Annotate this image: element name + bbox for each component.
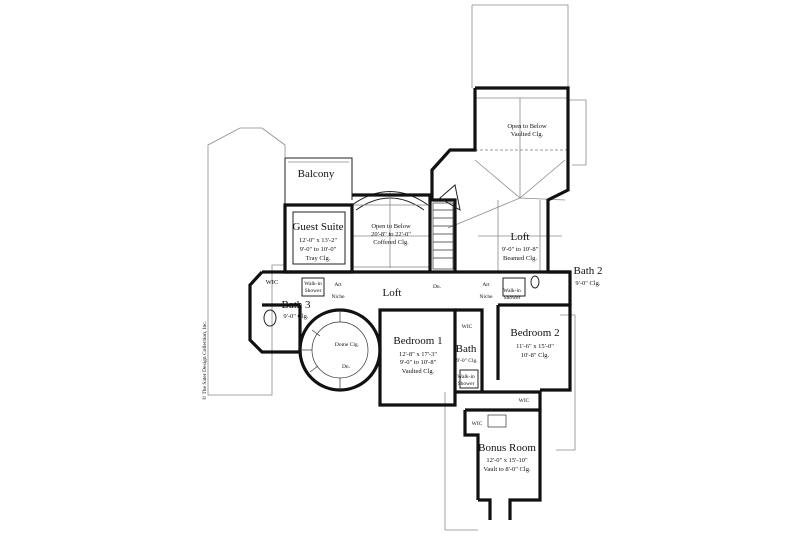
wic-bottom-label: WIC [472,421,483,427]
svg-text:Shower: Shower [458,381,475,387]
svg-text:9'-0" Clg.: 9'-0" Clg. [575,280,601,287]
dome-label: Dome Clg. [335,342,360,348]
svg-text:Vaulted Clg.: Vaulted Clg. [511,131,544,138]
bonus-room-label: Bonus Room [478,442,536,454]
svg-text:9'-0" to 10'-8": 9'-0" to 10'-8" [400,359,437,366]
guest-suite-label: Guest Suite [292,221,343,233]
room-labels: Balcony Guest Suite 12'-0" x 13'-2" 9'-0… [266,123,603,473]
svg-text:20'-8" to 22'-0": 20'-8" to 22'-0" [371,231,411,238]
loft-center-label: Loft [383,287,402,299]
svg-text:Vaulted Clg.: Vaulted Clg. [402,368,435,375]
svg-text:Coffered Clg.: Coffered Clg. [373,239,409,246]
svg-text:Dn.: Dn. [342,364,351,370]
wic-left-label: WIC [266,279,279,286]
svg-text:Walk-in: Walk-in [503,288,521,294]
open-coffered-label: Open to Below [371,223,411,230]
open-vaulted-label: Open to Below [507,123,547,130]
balcony-outline [284,157,353,205]
wic-right-label: WIC [519,398,530,404]
svg-text:Beamed Clg.: Beamed Clg. [503,255,537,262]
svg-text:9'-0" to 10'-8": 9'-0" to 10'-8" [502,246,539,253]
bedroom2-label: Bedroom 2 [510,327,559,339]
svg-text:12'-0" x 13'-2": 12'-0" x 13'-2" [299,237,337,244]
svg-text:12'-8" x 17'-3": 12'-8" x 17'-3" [399,351,437,358]
svg-text:9'-0" to 10'-0": 9'-0" to 10'-0" [300,246,337,253]
svg-text:Walk-in: Walk-in [457,374,475,380]
svg-text:Niche: Niche [479,294,493,300]
svg-text:Tray Clg.: Tray Clg. [306,255,331,262]
staircase [302,202,507,428]
bedroom1-label: Bedroom 1 [393,335,442,347]
svg-text:12'-0" x 15'-10": 12'-0" x 15'-10" [486,457,528,464]
svg-text:Dn.: Dn. [433,284,442,290]
wic-mid-label: WIC [462,324,473,330]
svg-text:Walk-in: Walk-in [304,281,322,287]
svg-text:Art: Art [482,282,490,288]
walls [248,86,572,520]
bath4-label: Bath [456,343,477,355]
svg-text:Shower: Shower [504,295,521,301]
copyright-text: © The Sater Design Collection, Inc. [201,320,208,400]
svg-text:Art: Art [334,282,342,288]
svg-text:Niche: Niche [331,294,345,300]
loft-right-label: Loft [511,231,530,243]
svg-text:10'-8" Clg.: 10'-8" Clg. [521,352,550,359]
balcony-label: Balcony [298,168,335,180]
svg-text:Shower: Shower [305,288,322,294]
fixtures [263,184,540,389]
bath3-label: Bath 3 [281,299,311,311]
svg-text:Vault to 8'-0" Clg.: Vault to 8'-0" Clg. [483,466,531,473]
svg-text:9'-0" Clg.: 9'-0" Clg. [283,313,309,320]
svg-text:9'-0" Clg.: 9'-0" Clg. [456,358,478,364]
bath2-label: Bath 2 [573,265,602,277]
svg-text:11'-6" x 15'-0": 11'-6" x 15'-0" [516,343,554,350]
